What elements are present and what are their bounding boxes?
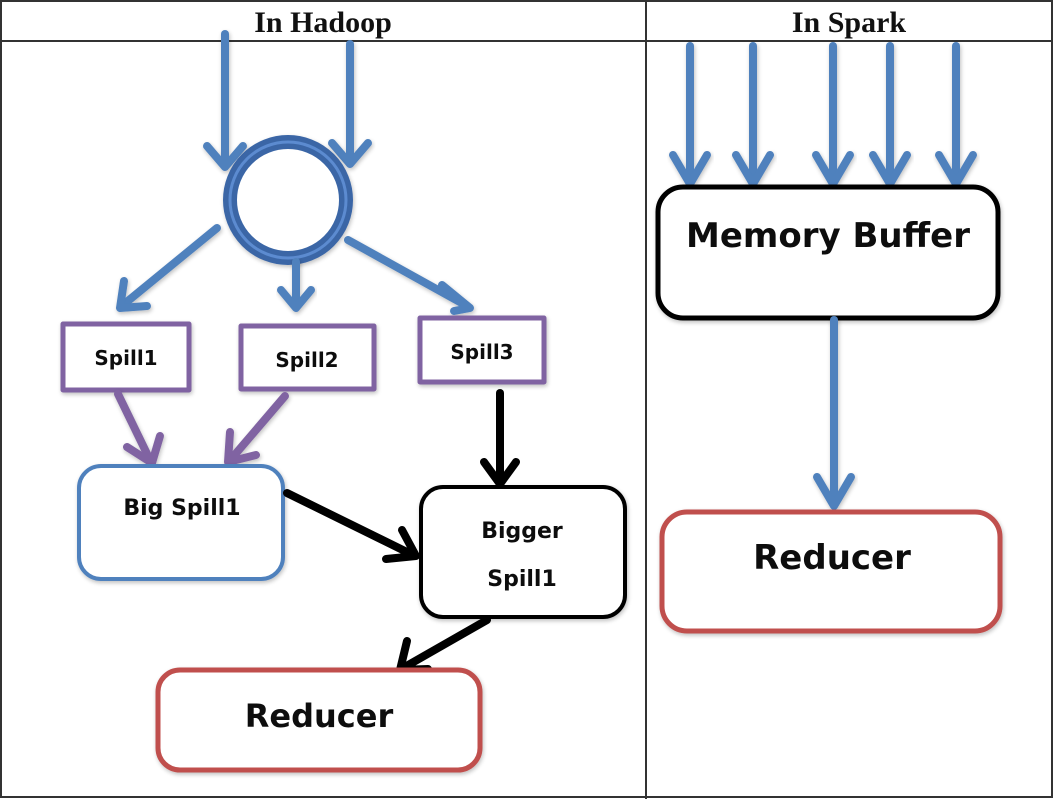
spark-reducer-box: Reducer bbox=[659, 509, 1003, 634]
hadoop-input-arrow-1 bbox=[203, 30, 247, 171]
spill2-to-bigspill-arrow bbox=[224, 392, 289, 466]
biggerspill-to-reducer-arrow bbox=[396, 616, 491, 674]
spark-input-arrow-4 bbox=[869, 42, 911, 188]
memory-buffer-box: Memory Buffer bbox=[655, 184, 1001, 321]
memory-buffer-label: Memory Buffer bbox=[686, 216, 970, 256]
bigger-spill-label-line2: Spill1 bbox=[487, 567, 557, 592]
collector-circle-icon bbox=[223, 135, 353, 265]
circle-to-spill3-arrow bbox=[344, 236, 474, 315]
spill1-box: Spill1 bbox=[60, 321, 192, 393]
spill2-label: Spill2 bbox=[275, 348, 338, 372]
spark-input-arrow-5 bbox=[935, 42, 977, 188]
bigger-spill-label-line1: Bigger bbox=[481, 519, 563, 544]
hadoop-reducer-label: Reducer bbox=[245, 697, 394, 735]
circle-to-spill1-arrow bbox=[116, 224, 221, 312]
hadoop-input-arrow-2 bbox=[328, 40, 372, 168]
big-spill-box: Big Spill1 bbox=[77, 464, 285, 581]
spill1-label: Spill1 bbox=[94, 346, 157, 370]
spill3-box: Spill3 bbox=[417, 315, 547, 385]
spill1-to-bigspill-arrow bbox=[114, 390, 164, 467]
big-spill-label: Big Spill1 bbox=[123, 496, 240, 521]
spill3-label: Spill3 bbox=[450, 340, 513, 364]
hadoop-panel: Spill1 Spill2 Spill3 Big Spill1 bbox=[60, 30, 627, 773]
spark-panel: Memory Buffer Reducer bbox=[655, 42, 1003, 634]
hadoop-reducer-box: Reducer bbox=[155, 667, 483, 773]
spark-input-arrow-1 bbox=[669, 42, 711, 188]
bigspill-to-biggerspill-arrow bbox=[283, 489, 420, 563]
spark-input-arrow-3 bbox=[812, 42, 854, 188]
circle-to-spill2-arrow bbox=[277, 258, 315, 312]
spark-header: In Spark bbox=[792, 6, 907, 39]
spark-input-arrows bbox=[669, 42, 977, 188]
spill3-to-biggerspill-arrow bbox=[480, 389, 520, 488]
spark-input-arrow-2 bbox=[732, 42, 774, 188]
buffer-to-reducer-arrow bbox=[813, 316, 855, 510]
spill2-box: Spill2 bbox=[238, 323, 377, 392]
spark-reducer-label: Reducer bbox=[753, 538, 911, 578]
hadoop-header: In Hadoop bbox=[254, 6, 392, 39]
bigger-spill-box: Bigger Spill1 bbox=[419, 485, 627, 619]
